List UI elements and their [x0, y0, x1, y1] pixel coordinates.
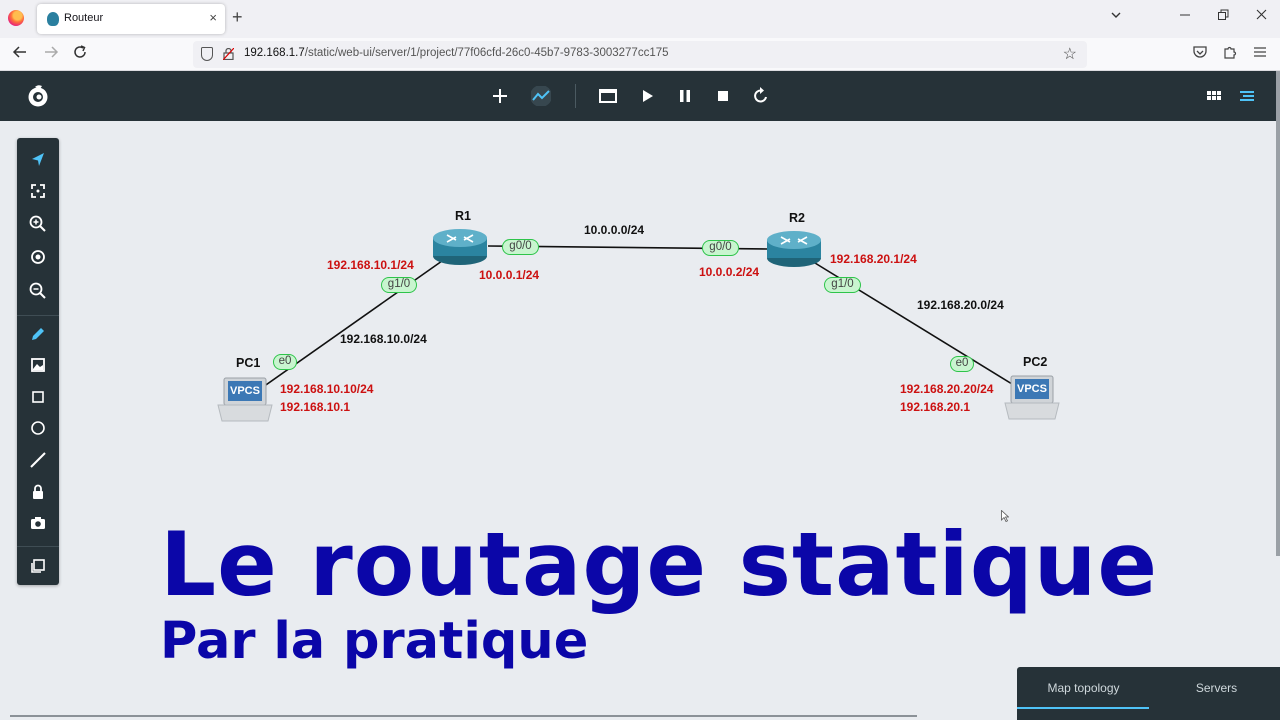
- activity-chart-icon[interactable]: [531, 86, 551, 106]
- firefox-logo-icon[interactable]: [8, 10, 24, 26]
- reset-zoom-icon[interactable]: [28, 247, 48, 267]
- node-label-r1[interactable]: R1: [455, 209, 471, 223]
- insecure-lock-icon[interactable]: [223, 48, 234, 60]
- topology-canvas[interactable]: [0, 121, 1276, 720]
- tab-map-topology[interactable]: Map topology: [1047, 681, 1120, 695]
- node-label-pc2[interactable]: PC2: [1023, 355, 1048, 369]
- interface-tag-r1-g10[interactable]: g1/0: [381, 277, 417, 293]
- plus-icon[interactable]: [490, 86, 510, 106]
- tab-list-chevron-icon[interactable]: [1110, 8, 1122, 24]
- extensions-puzzle-icon[interactable]: [1223, 45, 1237, 62]
- reload-page-icon[interactable]: [72, 44, 88, 64]
- network-lan1[interactable]: 192.168.10.0/24: [340, 332, 427, 346]
- node-label-r2[interactable]: R2: [789, 211, 805, 225]
- interface-tag-pc2-e0[interactable]: e0: [950, 356, 974, 372]
- router-r2-icon[interactable]: [767, 231, 821, 267]
- active-tab-indicator: [1017, 707, 1149, 709]
- zoom-out-icon[interactable]: [28, 281, 48, 301]
- address-pc1-ip[interactable]: 192.168.10.10/24: [280, 382, 374, 396]
- interface-tag-r1-g00[interactable]: g0/0: [502, 239, 539, 255]
- pointer-icon[interactable]: [28, 150, 48, 170]
- address-pc2-ip[interactable]: 192.168.20.20/24: [900, 382, 994, 396]
- tracking-shield-icon[interactable]: [201, 47, 213, 61]
- network-lan2[interactable]: 192.168.20.0/24: [917, 298, 1004, 312]
- address-r1-lan[interactable]: 192.168.10.1/24: [327, 258, 414, 272]
- router-r1-icon[interactable]: [433, 229, 487, 265]
- rectangle-icon[interactable]: [28, 387, 48, 407]
- zoom-in-icon[interactable]: [28, 214, 48, 234]
- tab-servers[interactable]: Servers: [1195, 681, 1238, 695]
- address-r1-wan[interactable]: 10.0.0.1/24: [479, 268, 540, 282]
- list-icon[interactable]: [1237, 86, 1257, 106]
- overlay-subtitle: Par la pratique: [160, 612, 589, 671]
- grid-icon[interactable]: [1204, 86, 1224, 106]
- play-icon[interactable]: [637, 86, 657, 106]
- overlay-title: Le routage statique: [160, 513, 1159, 616]
- pause-icon[interactable]: [675, 86, 695, 106]
- layers-icon[interactable]: [28, 556, 48, 576]
- toolbox-divider: [17, 315, 59, 316]
- network-wan[interactable]: 10.0.0.0/24: [584, 223, 645, 237]
- forward-arrow-icon[interactable]: [43, 44, 59, 64]
- browser-nav-bar: 192.168.1.7/static/web-ui/server/1/proje…: [0, 38, 1280, 71]
- url-path: /static/web-ui/server/1/project/77f06cfd…: [304, 47, 669, 59]
- restore-icon[interactable]: [1218, 8, 1229, 24]
- back-arrow-icon[interactable]: [12, 44, 28, 64]
- pc1-vpcs-label: VPCS: [230, 385, 260, 397]
- tab-close-button[interactable]: ×: [209, 10, 217, 25]
- address-pc2-gateway[interactable]: 192.168.20.1: [900, 400, 971, 414]
- image-icon[interactable]: [28, 355, 48, 375]
- toolbar-divider: [575, 84, 576, 108]
- pocket-icon[interactable]: [1193, 45, 1207, 62]
- app-menu-icon[interactable]: [1253, 45, 1267, 62]
- horizontal-scrollbar[interactable]: [10, 715, 917, 717]
- gns3-logo-icon[interactable]: [27, 84, 49, 108]
- url-host: 192.168.1.7: [244, 47, 305, 59]
- mouse-cursor-icon: [1001, 510, 1009, 522]
- reload-icon[interactable]: [751, 86, 771, 106]
- bottom-panel: Map topology Servers: [1017, 667, 1280, 720]
- fit-screen-icon[interactable]: [28, 181, 48, 201]
- ellipse-icon[interactable]: [28, 418, 48, 438]
- interface-tag-r2-g00[interactable]: g0/0: [702, 240, 739, 256]
- address-r2-lan[interactable]: 192.168.20.1/24: [830, 252, 917, 266]
- new-tab-button[interactable]: +: [232, 7, 243, 27]
- line-icon[interactable]: [28, 450, 48, 470]
- interface-tag-r2-g10[interactable]: g1/0: [824, 277, 861, 293]
- console-window-icon[interactable]: [598, 86, 618, 106]
- pc2-laptop-icon[interactable]: [1004, 375, 1060, 420]
- stop-icon[interactable]: [713, 86, 733, 106]
- url-text[interactable]: 192.168.1.7/static/web-ui/server/1/proje…: [244, 47, 669, 59]
- lock-icon[interactable]: [28, 482, 48, 502]
- toolbox-divider: [17, 546, 59, 547]
- address-r2-wan[interactable]: 10.0.0.2/24: [699, 265, 760, 279]
- pc2-vpcs-label: VPCS: [1017, 383, 1047, 395]
- minimize-icon[interactable]: [1180, 8, 1190, 24]
- gns3-toolbar: [0, 71, 1276, 121]
- screenshot-icon[interactable]: [28, 513, 48, 533]
- interface-tag-pc1-e0[interactable]: e0: [273, 354, 297, 370]
- address-bar[interactable]: 192.168.1.7/static/web-ui/server/1/proje…: [193, 41, 1087, 68]
- bookmark-star-icon[interactable]: ☆: [1062, 46, 1077, 63]
- tab-title: Routeur: [64, 12, 104, 24]
- vertical-scrollbar[interactable]: [1276, 71, 1280, 556]
- close-window-icon[interactable]: [1256, 8, 1267, 24]
- pc1-laptop-icon[interactable]: [217, 377, 273, 422]
- node-label-pc1[interactable]: PC1: [236, 356, 261, 370]
- address-pc1-gateway[interactable]: 192.168.10.1: [280, 400, 351, 414]
- draw-icon[interactable]: [28, 324, 48, 344]
- gns3-favicon-icon: [47, 12, 59, 26]
- browser-tab-bar: Routeur × +: [0, 0, 1280, 38]
- browser-tab[interactable]: Routeur ×: [37, 4, 225, 34]
- drawing-toolbox: [17, 138, 59, 585]
